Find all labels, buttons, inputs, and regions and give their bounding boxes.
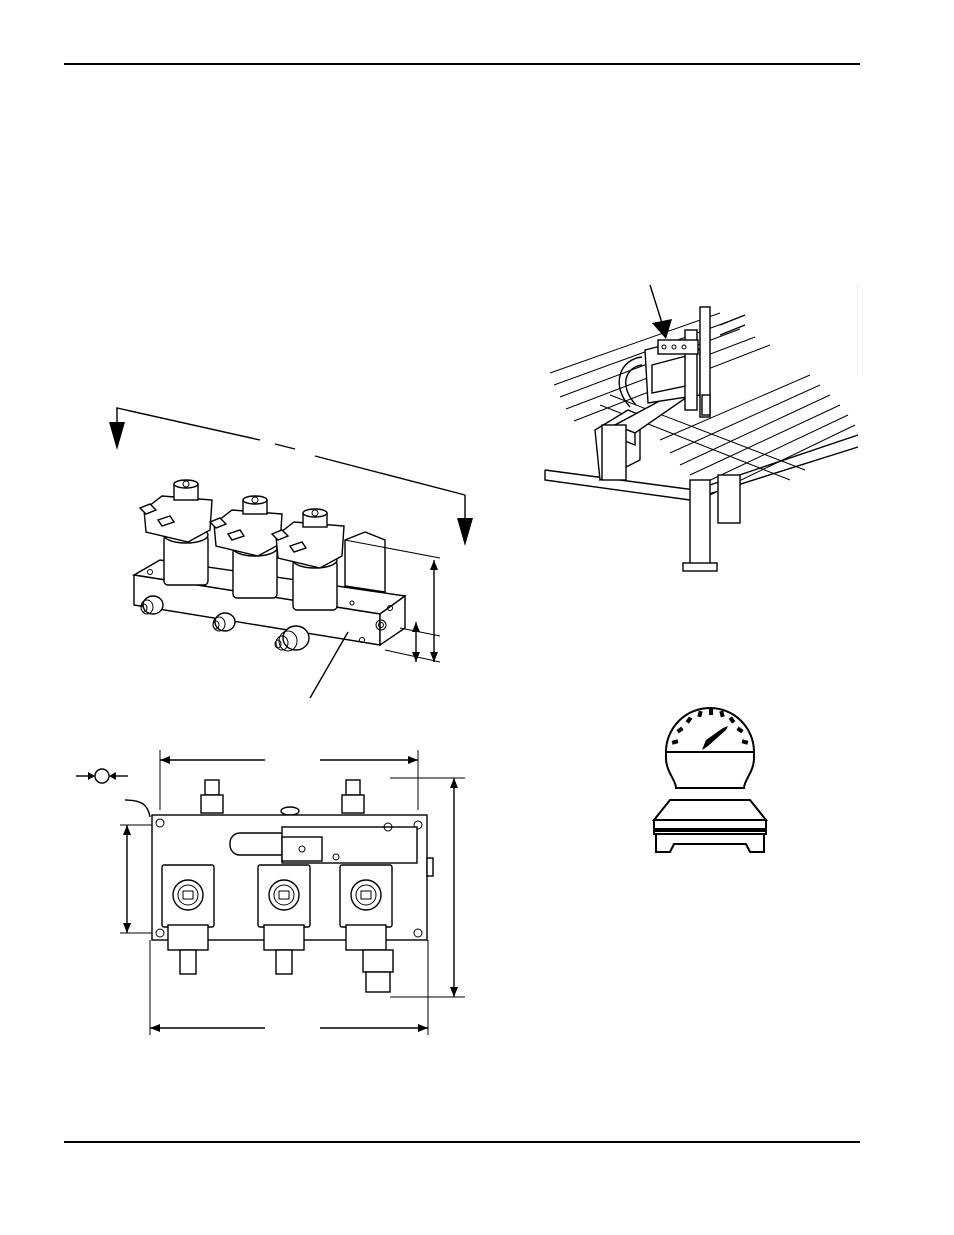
machine-location-figure xyxy=(544,284,859,572)
footer-rule xyxy=(64,1141,860,1143)
header-rule xyxy=(64,63,860,65)
torque-symbol-icon xyxy=(76,768,128,784)
weight-scale-icon xyxy=(651,707,769,853)
valve-assembly-isometric-figure xyxy=(109,407,473,699)
margin-mark xyxy=(857,285,859,375)
valve-assembly-top-view-figure xyxy=(76,750,465,1035)
